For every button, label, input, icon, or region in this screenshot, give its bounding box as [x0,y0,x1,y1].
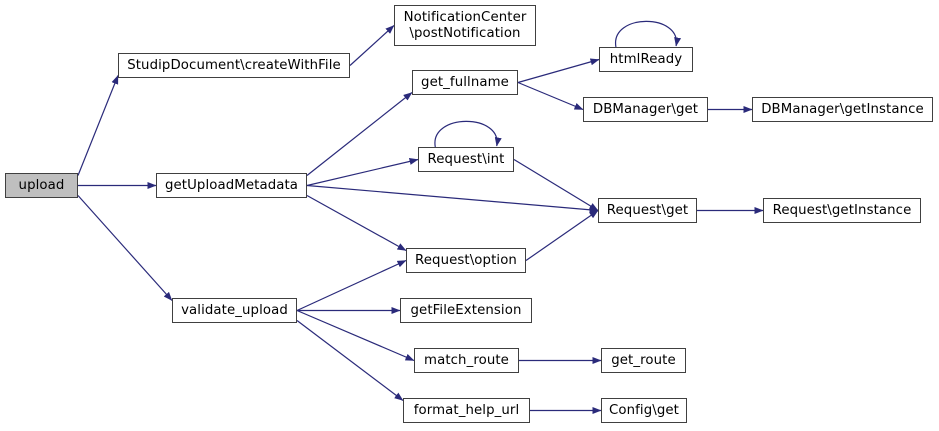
graph-node-dbManagerGet[interactable]: DBManager\get [583,97,708,122]
graph-node-label: Request\get [606,202,689,218]
graph-node-label: validate_upload [181,302,288,318]
graph-node-label: format_help_url [413,402,520,418]
graph-node-requestOption[interactable]: Request\option [406,248,526,273]
graph-node-htmlReady[interactable]: htmlReady [599,47,693,72]
graph-node-label: getFileExtension [410,302,522,318]
graph-node-label: Request\option [415,252,517,268]
graph-node-configGet[interactable]: Config\get [601,398,687,423]
graph-node-match_route[interactable]: match_route [414,348,519,373]
graph-node-label: DBManager\getInstance [761,101,924,117]
graph-node-get_route[interactable]: get_route [601,348,686,373]
graph-node-get_fullname[interactable]: get_fullname [412,70,518,95]
graph-node-requestGet[interactable]: Request\get [598,198,697,223]
graph-node-getFileExtension[interactable]: getFileExtension [400,298,532,323]
graph-node-format_help_url[interactable]: format_help_url [403,398,530,423]
graph-node-requestGetInstance[interactable]: Request\getInstance [763,198,921,223]
graph-node-label: StudipDocument\createWithFile [127,57,341,73]
graph-node-label: Config\get [609,402,679,418]
graph-node-upload[interactable]: upload [5,173,78,198]
graph-node-label: Request\int [427,151,505,167]
graph-node-label: match_route [424,352,509,368]
graph-node-getUploadMetadata[interactable]: getUploadMetadata [156,173,307,198]
graph-node-label: get_route [611,352,676,368]
graph-node-label: Request\getInstance [772,202,912,218]
graph-node-postNotification[interactable]: NotificationCenter \postNotification [394,5,536,46]
graph-node-label: NotificationCenter \postNotification [403,10,527,41]
graph-node-dbManagerGetInstance[interactable]: DBManager\getInstance [752,97,933,122]
graph-node-requestInt[interactable]: Request\int [418,147,514,172]
graph-node-label: getUploadMetadata [164,177,299,193]
graph-node-label: upload [18,177,65,193]
graph-node-label: DBManager\get [592,101,699,117]
graph-node-label: htmlReady [609,51,683,67]
graph-node-label: get_fullname [421,74,509,90]
graph-node-createWithFile[interactable]: StudipDocument\createWithFile [118,53,350,78]
graph-node-validate_upload[interactable]: validate_upload [172,298,297,323]
